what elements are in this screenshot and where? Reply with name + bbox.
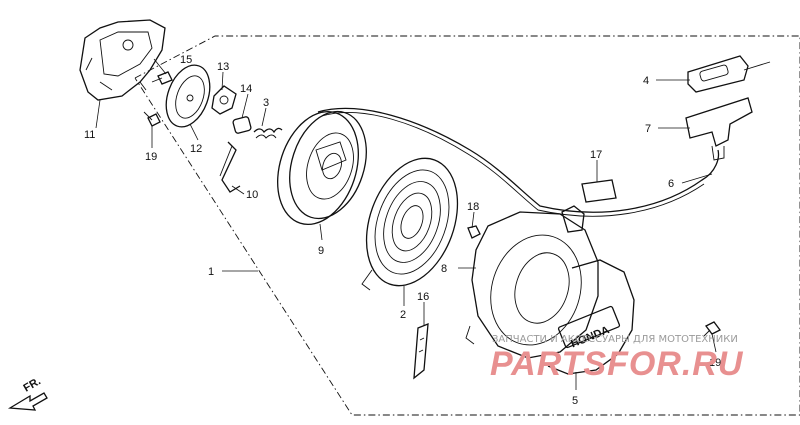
part-3-spring [253,127,283,139]
part-4-grip-insert [687,55,771,93]
callout-19-upper: 19 [145,151,157,163]
callout-7: 7 [645,123,651,135]
part-18-bolt [467,225,481,239]
leader-lines [95,58,717,390]
part-19-bolt-upper [143,111,161,127]
part-5-starter-cover [547,259,635,375]
watermark: ЗАПЧАСТИ И АКСЕССУАРЫ ДЛЯ МОТОТЕХНИКИ PA… [490,334,744,383]
watermark-tagline: ЗАПЧАСТИ И АКСЕССУАРЫ ДЛЯ МОТОТЕХНИКИ [492,334,738,345]
callout-11: 11 [84,129,95,141]
part-16-guide [413,323,429,380]
part-6-starter-rope [317,107,720,217]
part-10-friction-spring [219,141,241,193]
assembly-outline [134,35,800,416]
callout-19-lower: 19 [709,357,721,369]
callout-5: 5 [572,395,578,407]
callout-1: 1 [208,266,214,278]
callout-4: 4 [643,75,649,87]
front-direction-arrow [7,392,48,411]
part-9-reel-pulley [277,110,367,226]
part-12-plate [165,64,211,128]
callout-numbers: 1 2 3 4 5 6 7 8 9 10 11 12 13 14 15 16 1… [84,54,721,407]
callout-6: 6 [668,178,674,190]
callout-10: 10 [246,189,258,201]
part-8-starter-case [465,205,599,359]
callout-9: 9 [318,245,324,257]
part-7-starter-grip [685,97,753,161]
callout-15: 15 [180,54,192,66]
part-13-ratchet [211,85,237,115]
part-15-bolt [151,71,173,85]
callout-12: 12 [190,143,202,155]
part-11-shroud [79,19,166,101]
callout-17: 17 [590,149,602,161]
callout-18: 18 [467,201,479,213]
callout-14: 14 [240,83,252,95]
callout-13: 13 [217,61,229,73]
callout-2: 2 [400,309,406,321]
callout-16: 16 [417,291,429,303]
front-direction-label: FR. [22,375,43,394]
part-14-collar [232,116,252,134]
part-19-bolt-lower [703,321,721,337]
watermark-brand: PARTSFOR.RU [490,345,744,383]
callout-8: 8 [441,263,447,275]
part-17-label [581,179,617,203]
callout-3: 3 [263,97,269,109]
part-2-recoil-spring [361,157,459,291]
